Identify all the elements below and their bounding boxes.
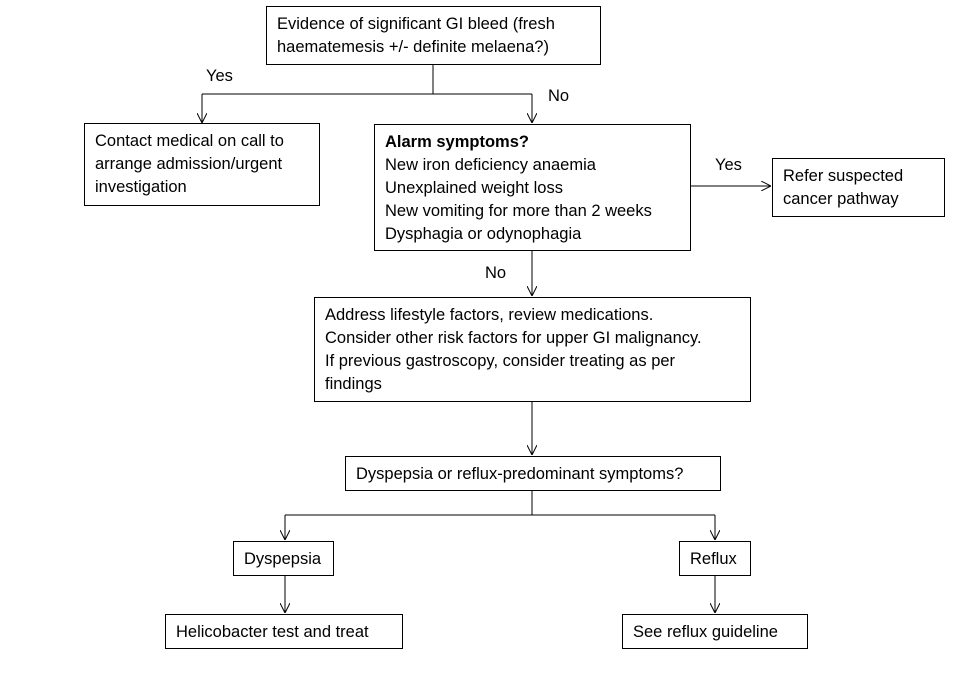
dyspepsia-reflux-question-box: Dyspepsia or reflux-predominant symptoms… bbox=[345, 456, 721, 491]
reflux-box: Reflux bbox=[679, 541, 751, 576]
helicobacter-box: Helicobacter test and treat bbox=[165, 614, 403, 649]
alarm-symptoms-box: Alarm symptoms? New iron deficiency anae… bbox=[374, 124, 691, 251]
alarm-symptom-2: Unexplained weight loss bbox=[385, 179, 563, 197]
gi-bleed-box: Evidence of significant GI bleed (fresh … bbox=[266, 6, 601, 65]
lifestyle-line-4: findings bbox=[325, 375, 382, 393]
edge-label-bleed-no: No bbox=[548, 87, 570, 105]
refer-cancer-line-2: cancer pathway bbox=[783, 190, 899, 208]
connector-question-split bbox=[285, 490, 715, 516]
contact-medical-line-1: Contact medical on call to bbox=[95, 132, 284, 150]
helicobacter-text: Helicobacter test and treat bbox=[176, 623, 369, 641]
alarm-symptoms-heading: Alarm symptoms? bbox=[385, 133, 529, 151]
reflux-text: Reflux bbox=[690, 550, 737, 568]
see-reflux-guideline-box: See reflux guideline bbox=[622, 614, 808, 649]
refer-cancer-line-1: Refer suspected bbox=[783, 167, 904, 185]
contact-medical-box: Contact medical on call to arrange admis… bbox=[84, 123, 320, 206]
edge-label-alarm-no: No bbox=[485, 264, 507, 282]
gi-bleed-line-1: Evidence of significant GI bleed (fresh bbox=[277, 15, 555, 33]
dyspepsia-reflux-question-text: Dyspepsia or reflux-predominant symptoms… bbox=[356, 465, 684, 483]
lifestyle-line-2: Consider other risk factors for upper GI… bbox=[325, 329, 702, 347]
dyspepsia-text: Dyspepsia bbox=[244, 550, 322, 568]
alarm-symptom-4: Dysphagia or odynophagia bbox=[385, 225, 582, 243]
refer-cancer-box: Refer suspected cancer pathway bbox=[772, 158, 945, 217]
lifestyle-line-1: Address lifestyle factors, review medica… bbox=[325, 306, 654, 324]
lifestyle-line-3: If previous gastroscopy, consider treati… bbox=[325, 352, 676, 370]
edge-label-bleed-yes: Yes bbox=[206, 67, 233, 85]
contact-medical-line-2: arrange admission/urgent bbox=[95, 155, 283, 173]
edge-label-alarm-yes: Yes bbox=[715, 156, 742, 174]
lifestyle-box: Address lifestyle factors, review medica… bbox=[314, 297, 751, 402]
alarm-symptom-3: New vomiting for more than 2 weeks bbox=[385, 202, 652, 220]
alarm-symptom-1: New iron deficiency anaemia bbox=[385, 156, 596, 174]
dyspepsia-box: Dyspepsia bbox=[233, 541, 334, 576]
see-reflux-guideline-text: See reflux guideline bbox=[633, 623, 778, 641]
contact-medical-line-3: investigation bbox=[95, 178, 187, 196]
connector-bleed-split bbox=[202, 65, 532, 95]
gi-bleed-line-2: haematemesis +/- definite melaena?) bbox=[277, 38, 549, 56]
